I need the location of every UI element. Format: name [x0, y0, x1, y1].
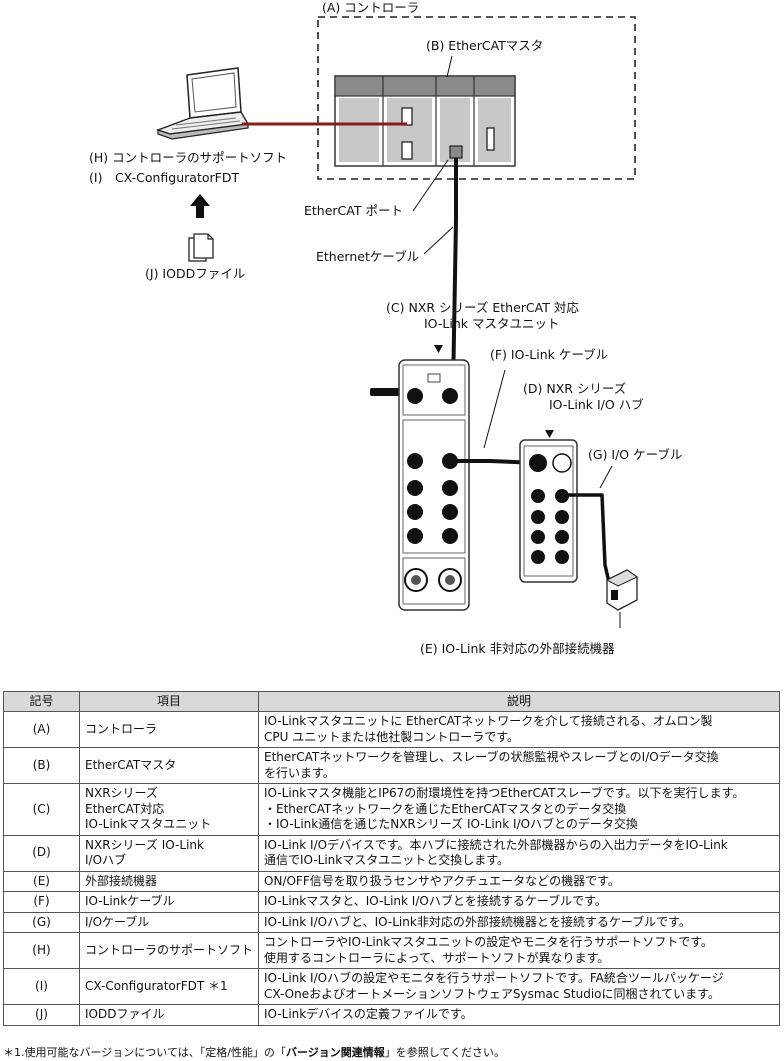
external-device	[605, 569, 638, 628]
table-row: (E) 外部接続機器 ON/OFF信号を取り扱うセンサやアクチュエータなどの機器…	[3, 870, 780, 892]
header-code: 記号	[3, 691, 80, 712]
io-link-master-unit	[398, 345, 470, 611]
table-row: (A) コントローラ IO-Linkマスタユニットに EtherCATネットワー…	[3, 711, 780, 748]
row-code: (I)	[3, 968, 80, 1005]
footnote-suffix: 」を参照してください。	[384, 1046, 506, 1059]
row-description: IO-Linkデバイスの定義ファイルです。	[258, 1004, 780, 1026]
row-item: 外部接続機器	[78, 870, 260, 892]
label-master-unit-line2: IO-Link マスタユニット	[424, 316, 560, 331]
label-io-hub-line1: (D) NXR シリーズ	[523, 381, 627, 396]
row-code: (B)	[3, 747, 80, 784]
row-code: (J)	[3, 1004, 80, 1026]
table-row: (F) IO-Linkケーブル IO-Linkマスタと、IO-Link I/Oハ…	[3, 891, 780, 913]
table-row: (B) EtherCATマスタ EtherCATネットワークを管理し、スレーブの…	[3, 747, 780, 784]
system-diagram: (A) コントローラ (B) EtherCATマスタ (H) コントローラのサポ…	[89, 0, 683, 656]
laptop-icon	[155, 67, 250, 140]
row-item: IO-Linkケーブル	[78, 891, 260, 913]
c-pointer	[434, 345, 443, 353]
iodd-file-icon	[188, 233, 214, 262]
controller-boundary	[317, 16, 636, 180]
row-code: (H)	[3, 932, 80, 969]
up-arrow-icon	[190, 194, 210, 218]
label-cx-configurator: (I) CX-ConfiguratorFDT	[89, 170, 240, 185]
table-row: (G) I/Oケーブル IO-Link I/Oハブと、IO-Link非対応の外部…	[3, 911, 780, 933]
row-description: IO-Linkマスタユニットに EtherCATネットワークを介して接続される、…	[258, 711, 780, 748]
label-master-unit-line1: (C) NXR シリーズ EtherCAT 対応	[386, 300, 579, 315]
row-item: I/Oケーブル	[78, 911, 260, 933]
row-code: (A)	[3, 711, 80, 748]
row-item: EtherCATマスタ	[78, 747, 260, 784]
header-description: 説明	[258, 691, 780, 712]
d-pointer	[545, 430, 554, 438]
row-item: IODDファイル	[78, 1004, 260, 1026]
table-row: (H) コントローラのサポートソフト コントローラやIO-Linkマスタユニット…	[3, 932, 780, 969]
label-io-hub-line2: IO-Link I/O ハブ	[549, 397, 644, 412]
row-description: ON/OFF信号を取り扱うセンサやアクチュエータなどの機器です。	[258, 870, 780, 892]
label-ethernet-cable: Ethernetケーブル	[316, 249, 420, 264]
footnote: ＊1.使用可能なバージョンについては、「定格/性能」の「バージョン関連情報」を参…	[3, 1044, 505, 1060]
row-description: IO-Linkマスタ機能とIP67の耐環境性を持つEtherCATスレーブです。…	[258, 783, 780, 836]
row-description: IO-Link I/Oハブと、IO-Link非対応の外部接続機器とを接続するケー…	[258, 911, 780, 933]
diagram-drawing	[155, 16, 638, 628]
row-description: IO-Link I/Oデバイスです。本ハブに接続された外部機器からの入出力データ…	[258, 834, 780, 872]
ethernet-cable	[370, 158, 458, 396]
label-io-link-cable: (F) IO-Link ケーブル	[490, 347, 609, 362]
table-header-row: 記号 項目 説明	[3, 691, 780, 712]
row-description: コントローラやIO-Linkマスタユニットの設定やモニタを行うサポートソフトです…	[258, 932, 780, 969]
row-description: IO-Link I/Oハブの設定やモニタを行うサポートソフトです。FA統合ツール…	[258, 968, 780, 1005]
header-item: 項目	[78, 691, 260, 712]
row-code: (C)	[3, 783, 80, 836]
footnote-link-text: バージョン関連情報	[285, 1046, 385, 1059]
component-table: 記号 項目 説明 (A) コントローラ IO-Linkマスタユニットに Ethe…	[3, 691, 780, 1026]
row-item: コントローラ	[78, 711, 260, 748]
row-description: IO-Linkマスタと、IO-Link I/Oハブとを接続するケーブルです。	[258, 891, 780, 913]
row-code: (D)	[3, 834, 80, 872]
io-link-hub	[519, 430, 578, 583]
row-description: EtherCATネットワークを管理し、スレーブの状態監視やスレーブとのI/Oデー…	[258, 747, 780, 784]
controller-rack	[334, 75, 516, 167]
label-ethercat-port: EtherCAT ポート	[304, 203, 403, 218]
footnote-prefix: ＊1.使用可能なバージョンについては、「定格/性能」の「	[3, 1046, 286, 1059]
row-item: コントローラのサポートソフト	[78, 932, 260, 969]
label-ethercat-master: (B) EtherCATマスタ	[426, 38, 544, 53]
label-external-device: (E) IO-Link 非対応の外部接続機器	[420, 641, 615, 656]
label-controller: (A) コントローラ	[322, 0, 420, 15]
table-row: (J) IODDファイル IO-Linkデバイスの定義ファイルです。	[3, 1004, 780, 1026]
row-code: (G)	[3, 911, 80, 933]
label-iodd-file: (J) IODDファイル	[145, 266, 246, 281]
row-code: (E)	[3, 870, 80, 892]
row-code: (F)	[3, 891, 80, 913]
label-support-software: (H) コントローラのサポートソフト	[89, 150, 288, 165]
table-row: (I) CX-ConfiguratorFDT ＊1 IO-Link I/Oハブの…	[3, 968, 780, 1005]
label-io-cable: (G) I/O ケーブル	[588, 447, 683, 462]
row-item: CX-ConfiguratorFDT ＊1	[78, 968, 260, 1005]
ethercat-port	[449, 145, 463, 159]
